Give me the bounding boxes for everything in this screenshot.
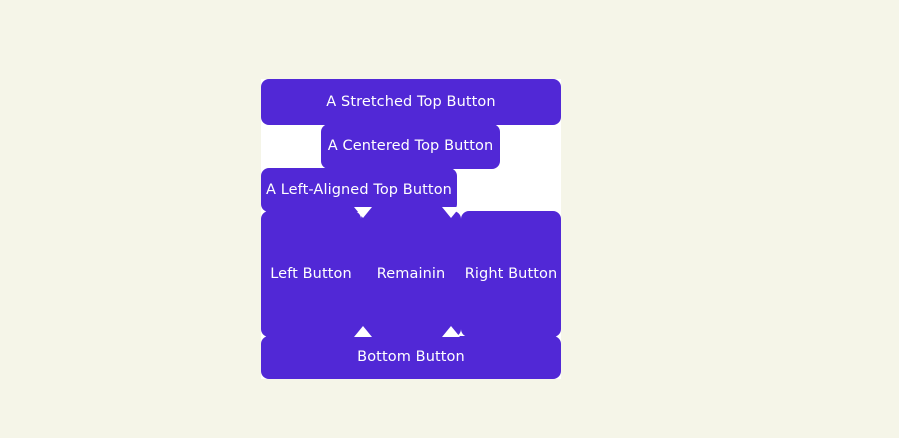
left-button[interactable]: Left Button [261, 211, 361, 337]
remaining-button[interactable]: Remainin [361, 211, 461, 337]
middle-button-row: Left Button Remainin Right Button [261, 211, 561, 337]
bottom-button[interactable]: Bottom Button [261, 336, 561, 379]
centered-top-button[interactable]: A Centered Top Button [321, 124, 500, 169]
left-aligned-top-button[interactable]: A Left-Aligned Top Button [261, 168, 457, 212]
button-layout-card: A Stretched Top Button A Centered Top Bu… [261, 79, 561, 379]
stretched-top-button[interactable]: A Stretched Top Button [261, 79, 561, 125]
right-button[interactable]: Right Button [461, 211, 561, 337]
